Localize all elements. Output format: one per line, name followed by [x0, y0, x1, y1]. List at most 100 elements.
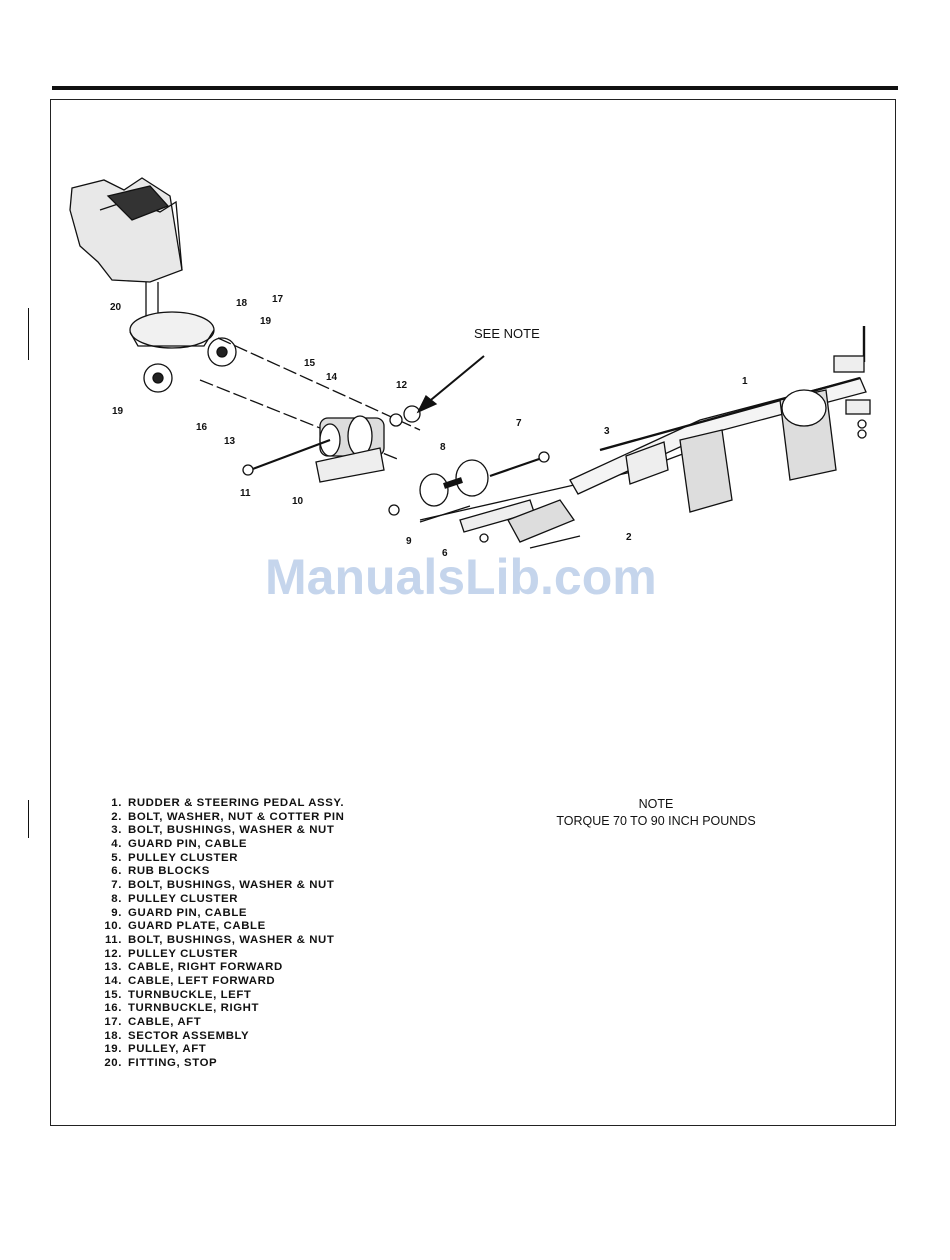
pulley-cluster [455, 459, 489, 497]
block [845, 399, 871, 415]
callout-number: 18 [236, 298, 248, 309]
nut [857, 429, 867, 439]
legend-item-number: 11. [104, 933, 122, 946]
bolt [249, 438, 331, 472]
legend-item-number: 17. [104, 1016, 122, 1028]
legend-item: 14. CABLE, LEFT FORWARD [100, 975, 345, 989]
legend-item: 15. TURNBUCKLE, LEFT [100, 989, 345, 1003]
legend-item-number: 9. [111, 906, 122, 919]
rudder-shaft [145, 282, 159, 318]
legend-item-text: BOLT, BUSHINGS, WASHER & NUT [128, 824, 335, 837]
legend-item-text: TURNBUCKLE, LEFT [128, 988, 252, 1001]
note-text: TORQUE 70 TO 90 INCH POUNDS [556, 814, 756, 828]
callout-number: 14 [326, 372, 338, 383]
pulley-aft [216, 346, 228, 358]
watermark: ManualsLib.com [265, 549, 657, 605]
figure-frame [50, 99, 896, 1126]
rudder-pedal-torque-tube [599, 376, 861, 452]
legend-item-number: 1. [111, 797, 122, 809]
legend-item-text: GUARD PLATE, CABLE [128, 920, 266, 933]
rudder-pedal [781, 389, 827, 427]
callout-number: 17 [272, 294, 284, 305]
cable [529, 535, 581, 549]
parts-legend: 1.RUDDER & STEERING PEDAL ASSY.2.BOLT, W… [100, 797, 345, 1071]
legend-item: 11. BOLT, BUSHINGS, WASHER & NUT [100, 934, 345, 948]
callout-number: 16 [196, 422, 208, 433]
bushing [389, 413, 403, 427]
pulley-cluster [419, 473, 449, 507]
legend-item-text: PULLEY CLUSTER [128, 947, 239, 960]
callout-number: 13 [224, 436, 236, 447]
legend-item: 12.PULLEY CLUSTER [100, 948, 345, 962]
callout-number: 19 [112, 406, 124, 417]
bolt-head [242, 464, 254, 476]
rudder-pedal [679, 429, 733, 513]
callout-number: 10 [292, 496, 304, 507]
bolt-head [538, 451, 550, 463]
washer [388, 504, 400, 516]
legend-item-number: 20. [104, 1057, 122, 1070]
legend-item-text: PULLEY CLUSTER [128, 851, 239, 864]
legend-item: 7.BOLT, BUSHINGS, WASHER & NUT [100, 879, 345, 893]
legend-item-text: RUB BLOCKS [128, 865, 210, 878]
legend-item-number: 19. [104, 1043, 122, 1056]
note-arrowhead [416, 394, 438, 414]
legend-item-number: 5. [111, 851, 122, 864]
legend-item-text: BOLT, BUSHINGS, WASHER & NUT [128, 933, 335, 946]
legend-item-text: CABLE, LEFT FORWARD [128, 974, 276, 987]
legend-item-number: 8. [111, 892, 122, 905]
legend-item-number: 13. [104, 961, 122, 974]
callout-number: 19 [260, 316, 272, 327]
revision-bar [28, 800, 29, 838]
legend-item: 17.CABLE, AFT [100, 1016, 345, 1030]
legend-item-number: 6. [111, 865, 122, 878]
legend-item-text: BOLT, WASHER, NUT & COTTER PIN [128, 810, 345, 823]
block [833, 355, 865, 373]
note-leader-line [425, 355, 485, 405]
legend-item: 10.GUARD PLATE, CABLE [100, 920, 345, 934]
legend-item-text: TURNBUCKLE, RIGHT [128, 1002, 260, 1015]
legend-item-number: 4. [111, 838, 122, 851]
washer [479, 533, 489, 543]
sector-assembly [129, 329, 215, 347]
legend-item: 13. CABLE, RIGHT FORWARD [100, 961, 345, 975]
legend-item-text: SECTOR ASSEMBLY [128, 1029, 250, 1042]
legend-item: 20.FITTING, STOP [100, 1057, 345, 1071]
legend-item: 3.BOLT, BUSHINGS, WASHER & NUT [100, 824, 345, 838]
legend-item-text: CABLE, RIGHT FORWARD [128, 961, 283, 974]
legend-item: 6. RUB BLOCKS [100, 865, 345, 879]
legend-item-number: 14. [104, 974, 122, 987]
callout-number: 8 [440, 442, 446, 453]
torque-note: NOTE TORQUE 70 TO 90 INCH POUNDS [544, 796, 768, 830]
legend-item: 1.RUDDER & STEERING PEDAL ASSY. [100, 797, 345, 811]
bushing [403, 405, 421, 423]
legend-item: 8. PULLEY CLUSTER [100, 893, 345, 907]
callout-number: 9 [406, 536, 412, 547]
callout-number: 2 [626, 532, 632, 543]
cable [217, 337, 421, 431]
callout-number: 1 [742, 376, 748, 387]
legend-item-text: GUARD PIN, CABLE [128, 906, 248, 919]
legend-item-text: PULLEY CLUSTER [128, 892, 239, 905]
sector-assembly [129, 311, 215, 349]
revision-bar [28, 308, 29, 360]
rudder-hatch [106, 185, 170, 221]
top-rule [52, 86, 898, 90]
callout-number: 7 [516, 418, 522, 429]
legend-item: 9. GUARD PIN, CABLE [100, 907, 345, 921]
guard-pin [419, 505, 471, 523]
legend-item-number: 18. [104, 1029, 122, 1042]
legend-item-number: 15. [104, 988, 122, 1001]
callout-number: 11 [240, 488, 251, 499]
callout-number: 12 [396, 380, 408, 391]
callout-number: 20 [110, 302, 122, 313]
legend-item: 5. PULLEY CLUSTER [100, 852, 345, 866]
callout-number: 15 [304, 358, 316, 369]
legend-item-text: BOLT, BUSHINGS, WASHER & NUT [128, 879, 335, 892]
nut [857, 419, 867, 429]
legend-item: 4. GUARD PIN, CABLE [100, 838, 345, 852]
rudder-pedal [625, 441, 669, 485]
legend-item-text: GUARD PIN, CABLE [128, 838, 248, 851]
